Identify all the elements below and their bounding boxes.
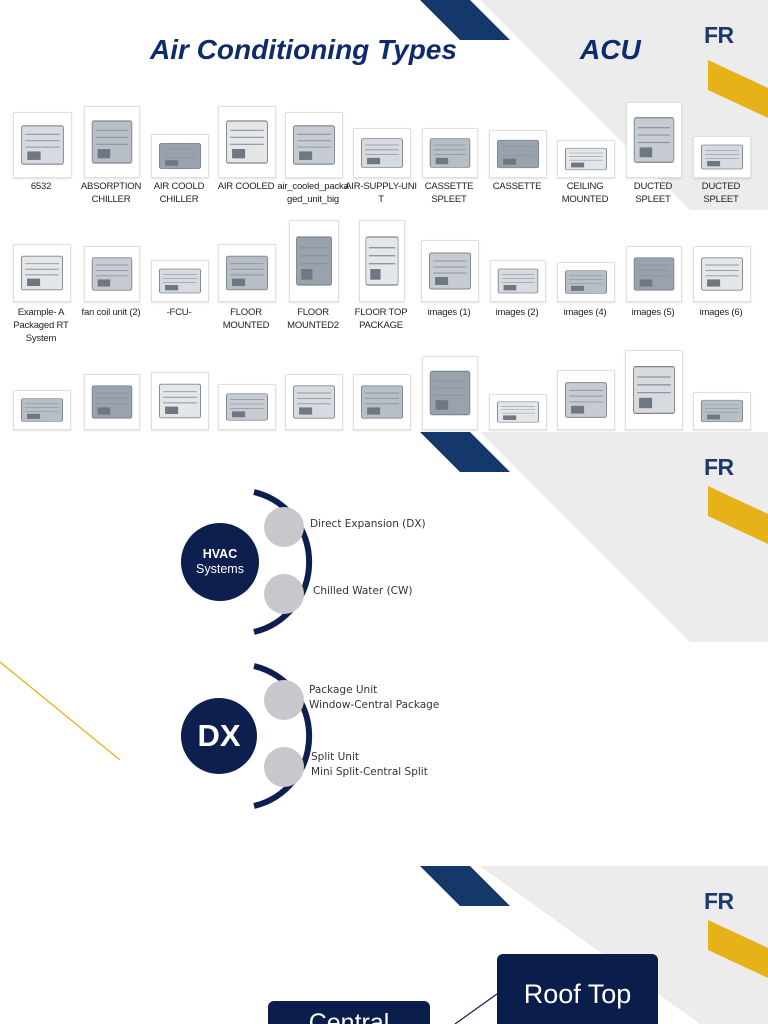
split-unit-title: Split Unit [311,751,359,763]
unit-caption: images (1) [427,307,471,318]
unit-caption: FLOOR MOUNTED [222,307,270,331]
fcu-icon [151,260,209,302]
slide-decoration [420,866,768,1024]
wall-split-icon [693,392,751,430]
package-unit-subtitle: Window-Central Package [309,699,440,711]
drawing-1-icon [218,384,276,430]
fan-coil-icon [84,246,140,302]
company-logo: FR [704,22,734,48]
split-unit-subtitle: Mini Split-Central Split [311,766,428,778]
company-logo: FR [704,888,734,914]
page-title: Air Conditioning Types [150,34,457,65]
drawing-3-icon [353,374,411,430]
package-unit-label: Package Unit Window-Central Package [309,683,439,713]
dx-branch-node [264,507,304,547]
dx-center-node: DX [181,698,257,774]
hvac-label: HVAC [202,547,238,561]
window-unit-icon [557,370,615,430]
ducted-split-2-icon [693,136,751,178]
unit-caption: Example- A Packaged RT System [13,307,69,344]
ahu-open-icon [490,260,546,302]
dx-label: DX [197,718,241,753]
slide-central-types: FR Roof Top Central [0,866,768,1024]
rooftop-diagram-icon [13,244,71,302]
packaged-unit-icon [285,112,343,178]
roof-top-box: Roof Top [497,954,658,1024]
split-unit-label: Split Unit Mini Split-Central Split [311,750,428,780]
dx-branch-label: Direct Expansion (DX) [310,518,426,530]
ducted-unit-2-icon [693,246,751,302]
cassette-split-icon [422,128,478,178]
cw-branch-node [264,574,304,614]
air-cooled-chiller-icon [151,134,209,178]
unit-caption: -FCU- [166,307,192,318]
drawing-4-icon [489,394,547,430]
rooftop-unit-icon [84,374,140,430]
unit-caption: FLOOR MOUNTED2 [287,307,339,331]
flex-duct-icon [422,356,478,430]
unit-caption: images (2) [495,307,539,318]
absorption-chiller-icon [84,106,140,178]
unit-caption: DUCTED SPLEET [701,181,741,205]
slide-decoration [0,432,768,809]
ceiling-mounted-icon [557,140,615,178]
package-unit-node [264,680,304,720]
unit-caption: images (6) [699,307,743,318]
company-logo: FR [704,454,734,480]
split-unit-node [264,747,304,787]
chiller-machine-icon [421,240,479,302]
cassette-icon [489,130,547,178]
floor-ceiling-unit-icon [12,112,72,178]
unit-caption: CEILING MOUNTED [561,181,609,205]
unit-caption: air_cooled_packa ged_unit_big [277,181,349,205]
systems-label: Systems [196,562,244,576]
slide-acu-types: FR Air Conditioning Types ACU 6532 ABSORP… [0,0,768,432]
unit-caption: fan coil unit (2) [81,307,141,318]
floor-standing-icon [289,220,339,302]
unit-caption: images (5) [631,307,675,318]
floor-mounted-icon [218,244,276,302]
fan-coil-2-icon [557,262,615,302]
cw-branch-label: Chilled Water (CW) [313,585,413,597]
unit-caption: DUCTED SPLEET [633,181,673,205]
unit-caption: 6532 [30,181,52,192]
ducted-split-icon [626,102,682,178]
package-unit-title: Package Unit [309,684,378,696]
packaged-rooftop-icon [151,372,209,430]
unit-caption: images (4) [563,307,607,318]
split-system-icon [625,350,683,430]
unit-caption: FLOOR TOP PACKAGE [354,307,408,331]
floor-package-icon [359,220,405,302]
hvac-center-node: HVAC Systems [181,523,259,601]
central-box: Central [268,1001,430,1024]
drawing-2-icon [285,374,343,430]
air-cooled-unit-icon [218,106,276,178]
unit-caption: AIR-SUPPLY-UNI T [345,181,417,205]
unit-caption: AIR COOLD CHILLER [153,181,205,205]
ducted-unit-icon [626,246,682,302]
unit-caption: CASSETTE [492,181,542,192]
page-subtitle: ACU [580,34,641,65]
slide-hvac-systems: FR HVAC Systems Direct Expansion (DX) Ch… [0,432,768,866]
air-supply-unit-icon [353,128,411,178]
unit-caption: CASSETTE SPLEET [424,181,474,205]
unit-caption: AIR COOLED [217,181,275,192]
concealed-unit-icon [13,390,71,430]
unit-caption: ABSORPTION CHILLER [80,181,142,205]
